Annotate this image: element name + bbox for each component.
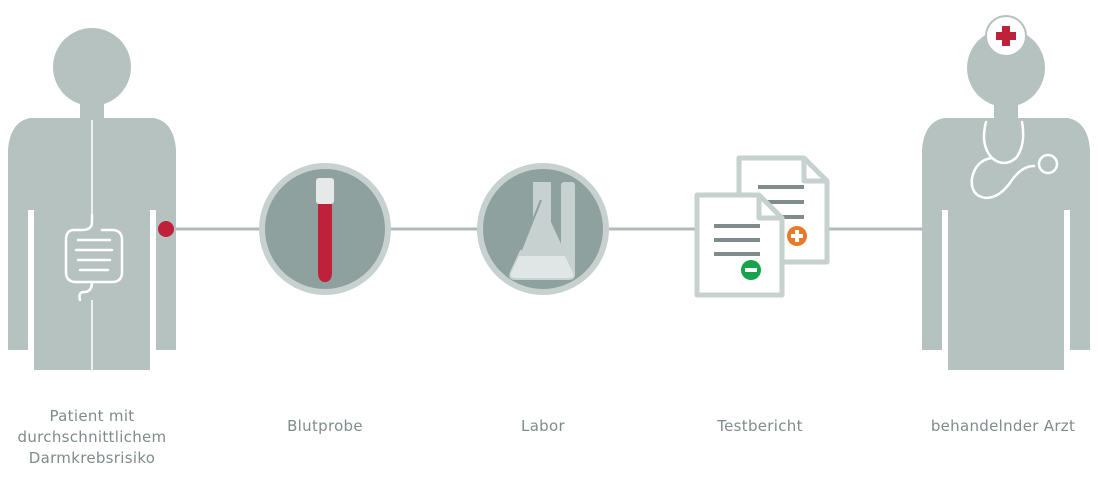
stethoscope-icon bbox=[970, 120, 1059, 200]
intestine-icon bbox=[64, 213, 124, 302]
blood-tube-icon bbox=[259, 163, 391, 295]
label-test-report: Testbericht bbox=[717, 417, 803, 435]
label-doctor: behandelnder Arzt bbox=[930, 417, 1076, 435]
lab-flask-icon bbox=[477, 163, 609, 295]
test-report-icon bbox=[694, 155, 830, 298]
label-blood-sample: Blutprobe bbox=[287, 417, 363, 435]
label-lab: Labor bbox=[521, 417, 565, 435]
label-patient: Patient mit durchschnittlichem Darmkrebs… bbox=[17, 407, 167, 467]
patient-icon bbox=[8, 28, 176, 370]
blood-draw-dot bbox=[158, 221, 174, 237]
doctor-icon bbox=[922, 15, 1090, 370]
